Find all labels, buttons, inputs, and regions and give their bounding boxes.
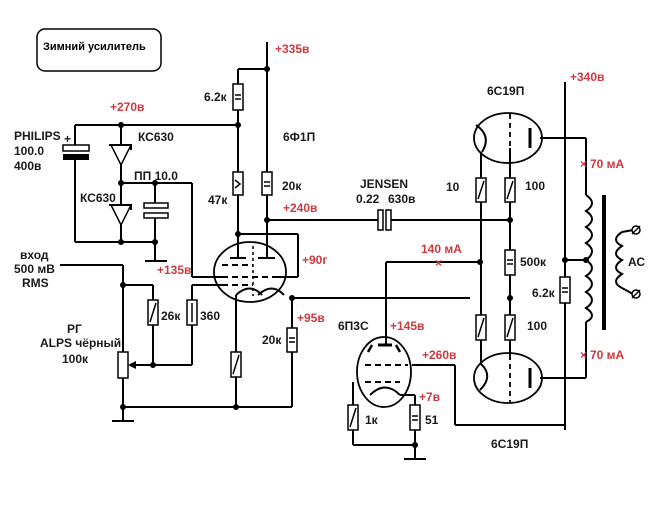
r-100-bottom-label: 100 — [527, 319, 547, 333]
output-resistors — [347, 177, 571, 431]
tube-label-regulator: 6П3С — [338, 319, 369, 333]
volume-label-3: 100к — [62, 352, 89, 366]
labels: +335в +340в +270в +240в +135в +90г +95в … — [14, 42, 645, 451]
r-100-top-label: 100 — [525, 179, 545, 193]
tube-6c19p-lower — [473, 352, 543, 404]
r-10-label: 10 — [446, 180, 460, 194]
capacitor-philips — [62, 144, 90, 160]
input-label-2: 500 мВ — [14, 262, 55, 276]
r-47k-label: 47к — [208, 193, 228, 207]
current-140: 140 мА — [421, 242, 462, 256]
resistor-6.2k-top — [232, 83, 244, 111]
voltage-270: +270в — [110, 100, 144, 114]
resistor-6.2k-right — [559, 276, 571, 304]
zener-diode-bottom — [109, 204, 133, 227]
voltage-145: +145в — [390, 319, 424, 333]
current-marks: × × × — [435, 157, 587, 362]
voltage-260: +260в — [422, 348, 456, 362]
r-500k-label: 500к — [520, 255, 547, 269]
output-transformer — [584, 194, 641, 330]
capacitor-jensen — [372, 209, 510, 231]
tube-6f1p — [213, 241, 287, 303]
zener-top-label: КС630 — [138, 130, 174, 144]
voltage-135: +135в — [157, 263, 191, 277]
r-20k-top-label: 20к — [282, 179, 302, 193]
svg-text:×: × — [435, 256, 442, 270]
resistor-500k — [504, 249, 516, 276]
resistor-20k-bottom — [286, 327, 298, 353]
voltage-95: +95в — [297, 311, 325, 325]
volume-label-1: РГ — [67, 322, 82, 336]
volume-label-2: ALPS чёрный — [40, 336, 121, 350]
zener-diode-top — [109, 144, 133, 167]
speaker-label: АС — [628, 255, 645, 269]
resistor-51 — [409, 404, 421, 431]
tube-6p3s — [356, 336, 412, 408]
output-stage-wiring — [352, 82, 587, 460]
current-70-bottom: 70 мА — [590, 348, 625, 362]
volume-potentiometer — [117, 351, 129, 379]
resistor-47k — [232, 171, 244, 196]
tube-6c19p-upper — [473, 112, 543, 164]
zener-bottom-label: КС630 — [80, 191, 116, 205]
r-6.2k-right-label: 6.2к — [532, 286, 556, 300]
title-text: Зимний усилитель — [43, 41, 146, 53]
resistors — [117, 83, 298, 379]
r-1k-label: 1к — [365, 413, 379, 427]
r-51-label: 51 — [425, 413, 439, 427]
r-6.2k-top-label: 6.2к — [204, 90, 228, 104]
title-box: Зимний усилитель — [36, 28, 162, 72]
tube-label-lower: 6С19П — [491, 437, 528, 451]
voltage-335: +335в — [275, 42, 309, 56]
current-70-top: 70 мА — [590, 157, 625, 171]
r-360-label: 360 — [200, 309, 220, 323]
input-label-1: вход — [20, 248, 49, 262]
jensen-brand: JENSEN — [360, 177, 408, 191]
tube-label-upper: 6С19П — [487, 84, 524, 98]
r-26k-label: 26к — [161, 309, 181, 323]
voltage-7: +7в — [419, 390, 440, 404]
svg-text:×: × — [580, 348, 587, 362]
input-label-3: RMS — [22, 276, 49, 290]
cap-philips-voltage: 400в — [14, 159, 41, 173]
cap-philips-brand: PHILIPS — [14, 129, 61, 143]
tube-label-driver: 6Ф1П — [283, 130, 315, 144]
voltage-90: +90г — [302, 253, 327, 267]
jensen-value: 0.22 — [356, 192, 380, 206]
cap-plus: + — [64, 132, 71, 146]
voltage-240: +240в — [283, 201, 317, 215]
cap-pp-label: ПП 10.0 — [134, 169, 178, 183]
cap-philips-value: 100.0 — [14, 144, 44, 158]
svg-text:×: × — [580, 157, 587, 171]
jensen-voltage: 630в — [388, 192, 415, 206]
resistor-20k-top — [261, 171, 273, 196]
voltage-340: +340в — [570, 70, 604, 84]
capacitor-pp — [143, 202, 169, 219]
r-20k-bottom-label: 20к — [262, 333, 282, 347]
